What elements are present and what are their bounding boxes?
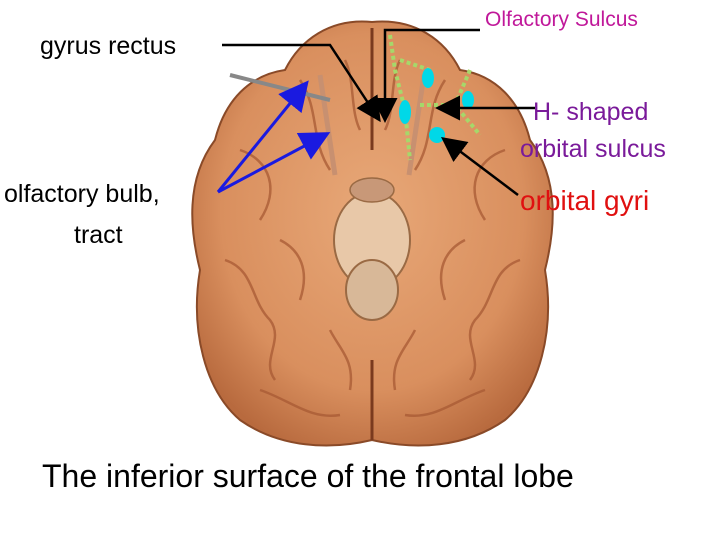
orbital-gyri-label: orbital gyri xyxy=(520,185,650,216)
brainstem xyxy=(333,177,411,321)
pointer-lines xyxy=(222,28,535,196)
h-shaped-label-line1: H- shaped xyxy=(533,98,649,126)
orbital-gyri-markers xyxy=(399,68,474,143)
h-shaped-label-line2: orbital sulcus xyxy=(520,135,666,163)
olfactory-bulb-label-line2: tract xyxy=(74,221,123,249)
olfactory-bulb-arrows xyxy=(216,80,331,194)
figure-caption: The inferior surface of the frontal lobe xyxy=(42,458,574,494)
olfactory-bulb-label-line1: olfactory bulb, xyxy=(4,180,160,208)
gyri-texture xyxy=(224,59,521,418)
olfactory-tracts xyxy=(317,74,427,176)
gyrus-rectus-label: gyrus rectus xyxy=(40,32,177,60)
olfactory-sulcus-label: Olfactory Sulcus xyxy=(485,8,638,31)
